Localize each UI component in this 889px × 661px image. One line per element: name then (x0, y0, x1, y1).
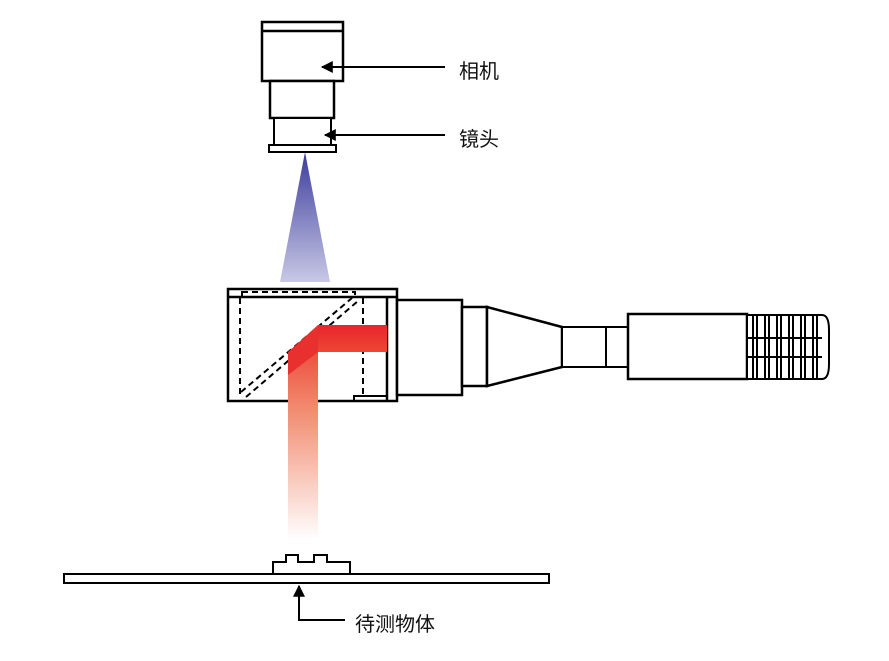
heat-fins (746, 314, 830, 380)
object-pointer (293, 584, 345, 621)
lens (268, 79, 337, 153)
lens-label: 镜头 (459, 127, 499, 151)
light-beam-vertical (288, 352, 318, 540)
camera-label: 相机 (459, 59, 499, 83)
object-label: 待测物体 (355, 612, 435, 636)
light-beam-corner (288, 325, 318, 375)
object-stage (63, 554, 550, 584)
light-cone-blue (280, 152, 330, 282)
camera (260, 20, 345, 83)
